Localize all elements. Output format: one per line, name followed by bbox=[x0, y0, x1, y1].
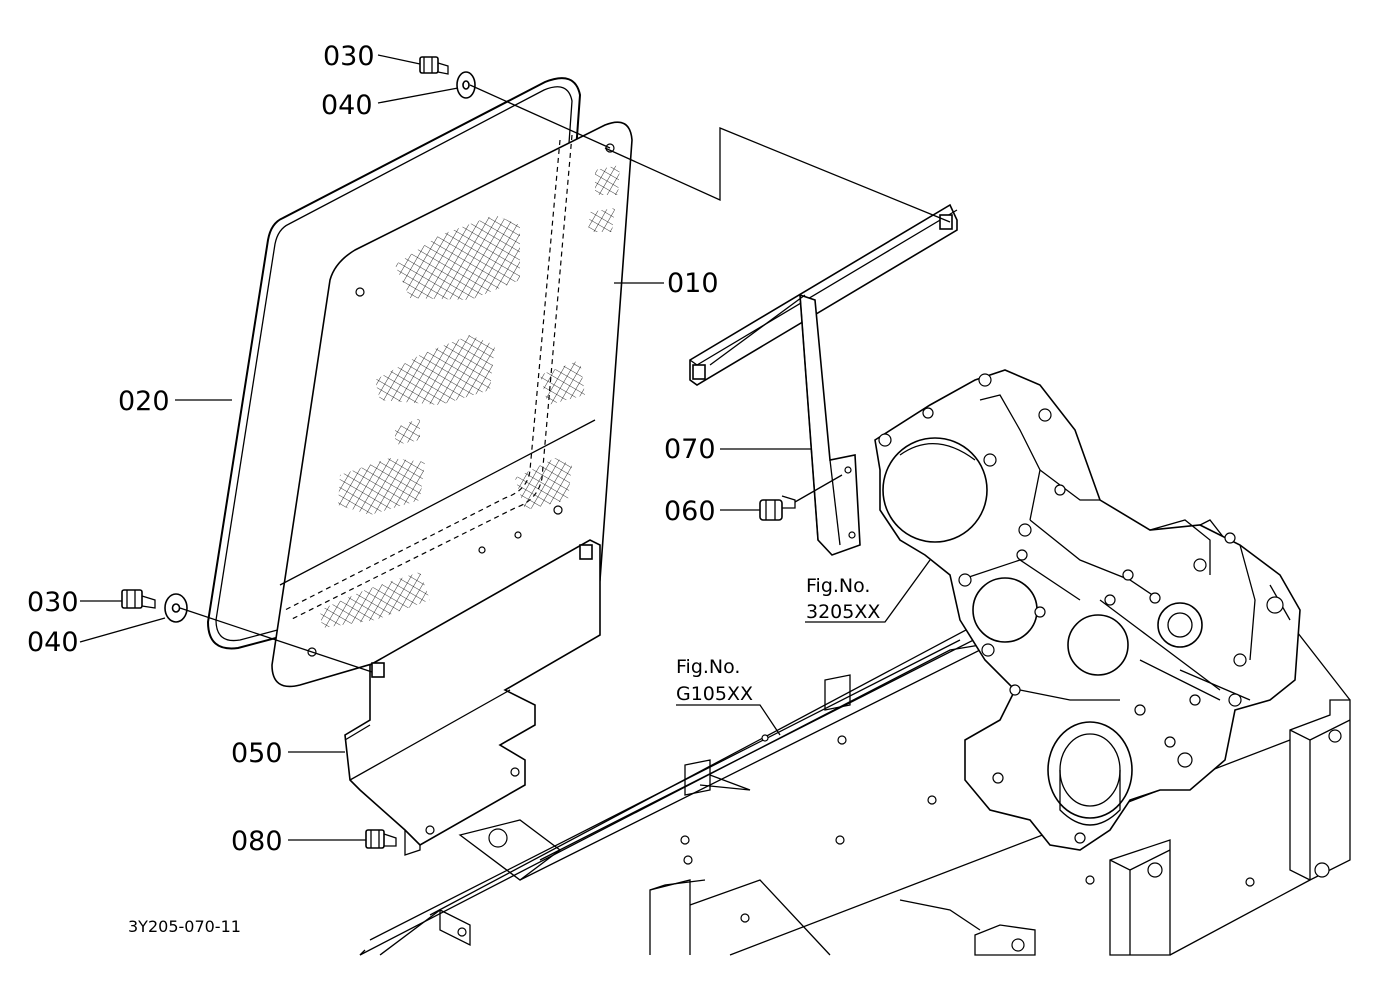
callout-040-top: 040 bbox=[321, 90, 373, 121]
bolt-030-top bbox=[419, 56, 449, 75]
mesh-screen-part-010 bbox=[271, 121, 633, 688]
callout-010: 010 bbox=[667, 268, 719, 299]
fig-ref-3205-line1: Fig.No. bbox=[806, 575, 870, 597]
drawing-code: 3Y205-070-11 bbox=[128, 917, 241, 936]
callout-030-top: 030 bbox=[323, 41, 375, 72]
fig-ref-g105-line2: G105XX bbox=[676, 683, 753, 705]
callout-040-bottom: 040 bbox=[27, 627, 79, 658]
fig-ref-3205-line2: 3205XX bbox=[806, 601, 880, 623]
callout-080: 080 bbox=[231, 826, 283, 857]
bolt-060 bbox=[759, 495, 796, 521]
callout-070: 070 bbox=[664, 434, 716, 465]
callout-050: 050 bbox=[231, 738, 283, 769]
callout-060: 060 bbox=[664, 496, 716, 527]
bolt-030-bottom bbox=[121, 589, 156, 609]
bolt-080 bbox=[365, 829, 397, 849]
engine-housing bbox=[874, 369, 1301, 851]
fig-ref-g105-line1: Fig.No. bbox=[676, 656, 740, 678]
assembly-lines bbox=[179, 84, 951, 673]
callout-020: 020 bbox=[118, 386, 170, 417]
leader-lines bbox=[79, 54, 931, 841]
callout-030-bottom: 030 bbox=[27, 587, 79, 618]
washer-040-top bbox=[456, 71, 476, 99]
washer-040-bottom bbox=[164, 593, 188, 623]
lower-bracket-part-050 bbox=[344, 539, 601, 856]
